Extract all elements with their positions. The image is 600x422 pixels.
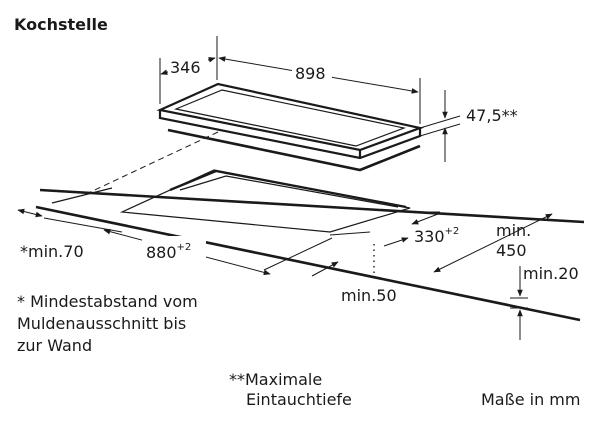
- worktop-back-edge: [39, 188, 585, 224]
- label-cutout-depth: 330+2: [414, 226, 459, 246]
- label-min-right-2: 450: [496, 241, 527, 260]
- cooktop-top-surface: [156, 82, 424, 152]
- dim-arrow-front: [311, 261, 339, 277]
- note-depth-line-1: **Maximale: [229, 370, 322, 389]
- drawing-title: Kochstelle: [14, 15, 108, 34]
- label-depth: 346: [170, 58, 201, 77]
- cooktop-base: [167, 128, 421, 172]
- dim-line-right: [433, 213, 553, 273]
- label-width: 898: [295, 64, 326, 83]
- note-depth-line-2: Eintauchtiefe: [246, 390, 352, 409]
- label-min-front: min.50: [341, 286, 397, 305]
- label-min-right-1: min.: [496, 221, 531, 240]
- label-min-wall: *min.70: [20, 242, 84, 261]
- cooktop-glass-inset: [173, 89, 407, 147]
- note-wall-line-1: * Mindestabstand vom: [17, 292, 198, 311]
- cutout-inner-back: [169, 169, 407, 209]
- dim-line-wall: [17, 208, 43, 218]
- note-wall-line-2: Muldenausschnitt bis: [17, 314, 186, 333]
- cooktop: [156, 82, 424, 172]
- note-wall-line-3: zur Wand: [17, 336, 92, 355]
- dim-arrow-cutout-depth-top: [411, 213, 439, 225]
- label-cutout-width: 880+2: [146, 242, 191, 262]
- projection-dashed-line: [81, 131, 219, 197]
- worktop-front-edge: [35, 205, 581, 322]
- worktop-cutout: [119, 169, 411, 233]
- label-height: 47,5**: [466, 106, 518, 125]
- dim-arrow-cutout-depth-bottom: [383, 237, 409, 247]
- label-min-below: min.20: [523, 264, 579, 283]
- units-note: Maße in mm: [481, 390, 580, 409]
